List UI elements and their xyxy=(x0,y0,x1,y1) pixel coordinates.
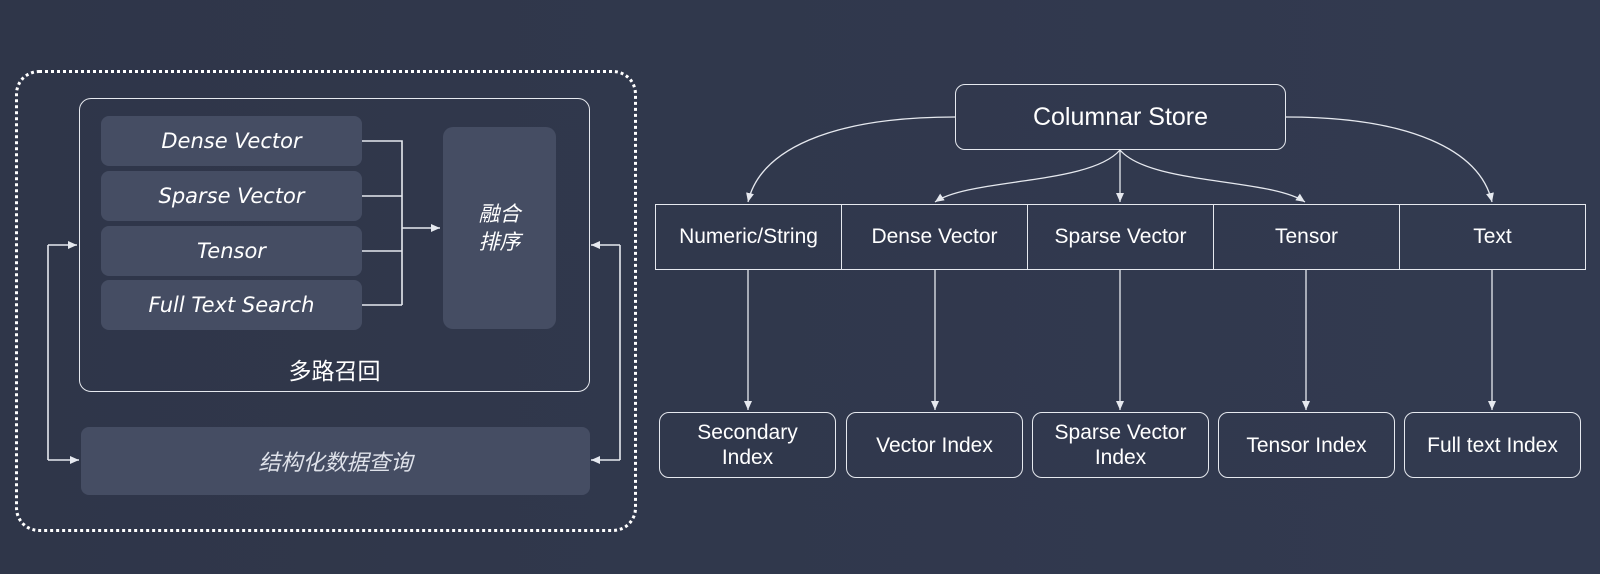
recall-method-sparse-vector: Sparse Vector xyxy=(101,171,362,221)
index-secondary: Secondary Index xyxy=(659,412,836,478)
fusion-label-line1: 融合 xyxy=(478,202,521,226)
column-tensor: Tensor xyxy=(1214,205,1400,269)
index-tensor: Tensor Index xyxy=(1218,412,1395,478)
structured-query-block: 结构化数据查询 xyxy=(81,427,590,495)
index-full-text: Full text Index xyxy=(1404,412,1581,478)
column-dense-vector: Dense Vector xyxy=(842,205,1028,269)
multi-recall-box xyxy=(79,98,590,392)
recall-method-tensor: Tensor xyxy=(101,226,362,276)
multi-recall-label: 多路召回 xyxy=(288,359,381,385)
column-sparse-vector: Sparse Vector xyxy=(1028,205,1214,269)
store-to-numeric-arrow xyxy=(746,116,956,203)
fusion-rank-block: 融合 排序 xyxy=(443,127,556,329)
store-to-dense-vector-arrow xyxy=(934,149,1121,203)
recall-method-full-text-search: Full Text Search xyxy=(101,280,362,330)
column-numeric-string: Numeric/String xyxy=(656,205,842,269)
fusion-label-line2: 排序 xyxy=(478,230,521,254)
column-text: Text xyxy=(1473,225,1512,248)
hybrid-search-frame xyxy=(15,70,637,532)
index-vector: Vector Index xyxy=(846,412,1023,478)
store-to-text-arrow xyxy=(1285,116,1494,203)
recall-method-dense-vector: Dense Vector xyxy=(101,116,362,166)
store-to-tensor-arrow xyxy=(1119,149,1306,203)
columnar-store-box: Columnar Store xyxy=(955,84,1286,150)
index-sparse-vector: Sparse Vector Index xyxy=(1032,412,1209,478)
column-types-row: Numeric/String Dense Vector Sparse Vecto… xyxy=(655,204,1586,270)
